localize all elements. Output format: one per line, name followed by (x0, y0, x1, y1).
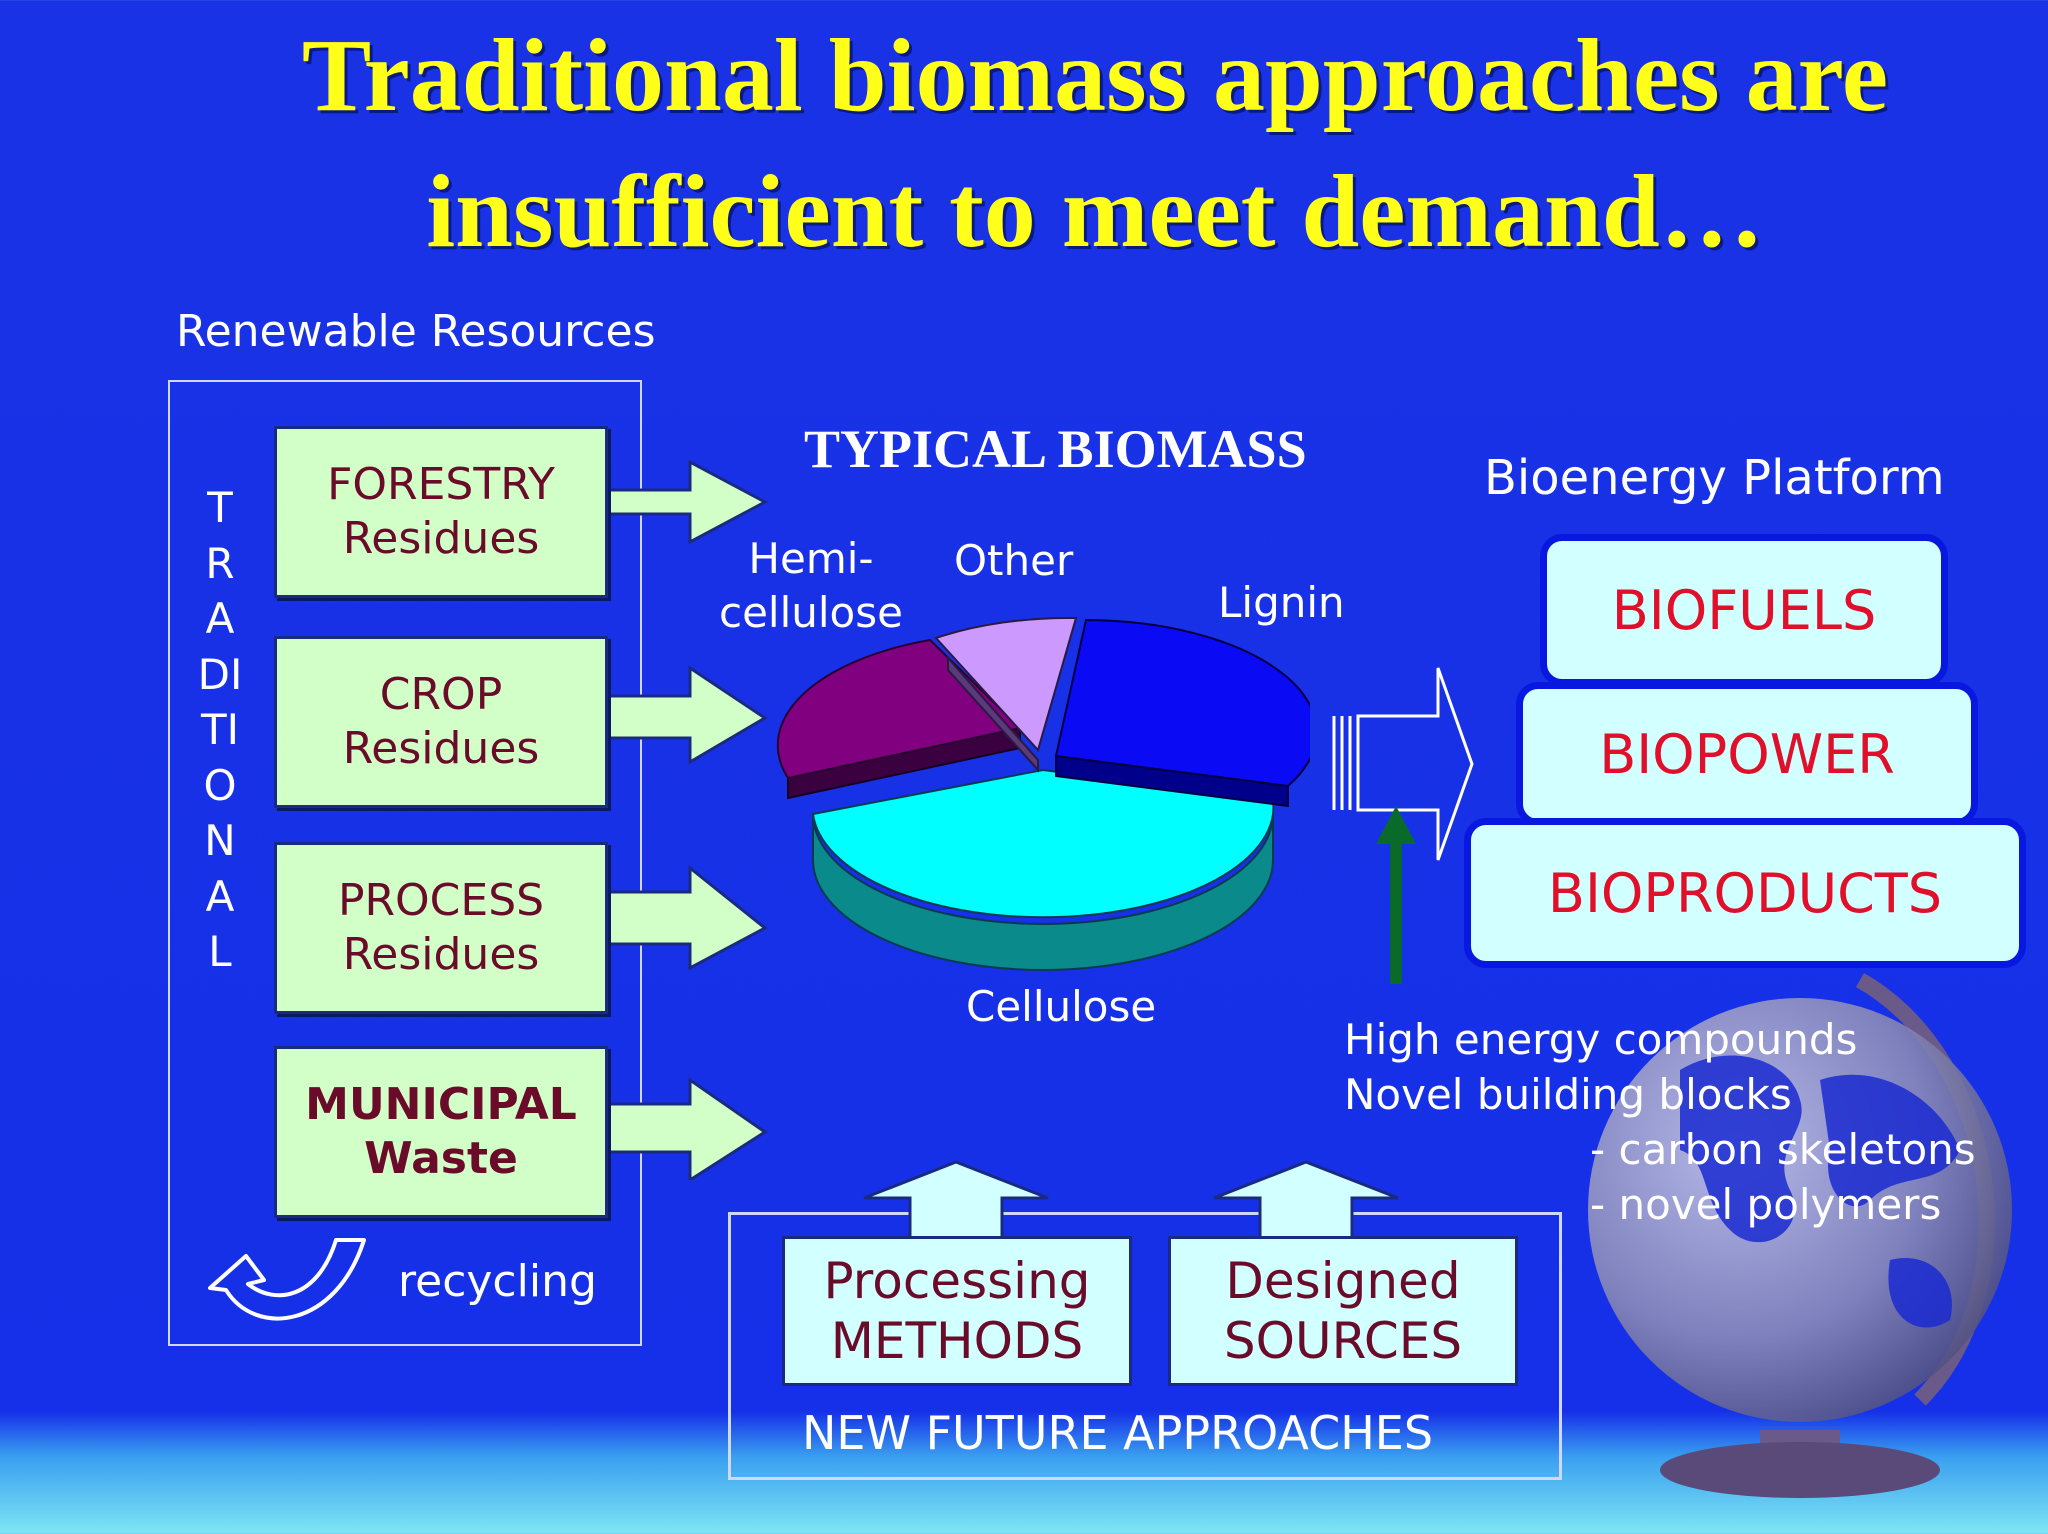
label-other: Other (954, 536, 1074, 585)
traditional-vertical-label: TRADITIONAL (197, 483, 243, 976)
resource-arrows (598, 459, 769, 1180)
pie-slice-cellulose-side (812, 813, 1274, 971)
crop-residues-box: CROP Residues (274, 636, 608, 808)
pie-slice-other-side (947, 655, 1039, 773)
crop-line2: Residues (342, 723, 540, 774)
note-carbon-skeletons: - carbon skeletons (1590, 1125, 1976, 1174)
green-up-arrow (1376, 806, 1416, 984)
municipal-arrow (598, 1077, 768, 1180)
bioenergy-platform-heading: Bioenergy Platform (1484, 450, 1945, 506)
crop-arrow (598, 665, 768, 765)
globe-icon (1588, 973, 2012, 1498)
recycling-label: recycling (398, 1256, 597, 1307)
designed-up-arrow (1213, 1160, 1399, 1240)
label-hemicellulose-line2: cellulose (719, 588, 903, 637)
processing-methods-box: Processing METHODS (782, 1236, 1132, 1386)
future-approaches-frame (728, 1212, 1562, 1480)
municipal-line2: Waste (364, 1133, 518, 1184)
recycling-arrow-icon (208, 1238, 366, 1321)
title-line-1: Traditional biomass approaches are (301, 18, 1889, 133)
pie-slice-other (934, 616, 1078, 752)
designed-line1: Designed (1225, 1252, 1461, 1310)
process-residues-box: PROCESS Residues (274, 842, 608, 1014)
biomass-pie-chart (776, 616, 1310, 971)
process-line1: PROCESS (337, 875, 545, 926)
biopower-level: BIOPOWER (1516, 682, 1978, 826)
label-cellulose: Cellulose (966, 982, 1157, 1031)
forestry-line1: FORESTRY (327, 459, 555, 510)
typical-biomass-heading: TYPICAL BIOMASS (804, 419, 1307, 479)
note-high-energy: High energy compounds (1344, 1015, 1858, 1064)
designed-sources-box: Designed SOURCES (1168, 1236, 1518, 1386)
label-hemicellulose: Hemi- cellulose (716, 532, 906, 640)
forestry-line2: Residues (342, 513, 540, 564)
process-line2: Residues (342, 929, 540, 980)
bioproducts-level: BIOPRODUCTS (1464, 818, 2026, 968)
pie-slice-lignin (1054, 618, 1310, 788)
renewable-resources-heading: Renewable Resources (176, 306, 656, 357)
notes-block: High energy compounds Novel building blo… (1344, 1012, 2024, 1232)
pie-slice-cellulose (811, 768, 1275, 919)
note-novel-polymers: - novel polymers (1590, 1180, 1942, 1229)
forestry-residues-box: FORESTRY Residues (274, 426, 608, 598)
conversion-arrow (1332, 667, 1474, 861)
process-arrow (598, 864, 768, 971)
traditional-frame (168, 380, 642, 1346)
municipal-line1: MUNICIPAL (305, 1079, 577, 1130)
processing-line2: METHODS (830, 1312, 1084, 1370)
future-approaches-caption: NEW FUTURE APPROACHES (802, 1406, 1434, 1460)
title-line-2: insufficient to meet demand… (426, 154, 1764, 269)
forestry-arrow (598, 459, 769, 545)
crop-line1: CROP (379, 669, 503, 720)
biofuels-level: BIOFUELS (1540, 534, 1948, 686)
processing-line1: Processing (823, 1252, 1091, 1310)
municipal-waste-box: MUNICIPAL Waste (274, 1046, 608, 1218)
future-up-arrows (863, 1160, 1399, 1240)
slide-title: Traditional biomass approaches are insuf… (120, 8, 2048, 280)
designed-line2: SOURCES (1223, 1312, 1463, 1370)
label-hemicellulose-line1: Hemi- (748, 534, 874, 583)
processing-up-arrow (863, 1160, 1049, 1240)
label-lignin: Lignin (1218, 578, 1345, 627)
note-building-blocks: Novel building blocks (1344, 1070, 1792, 1119)
